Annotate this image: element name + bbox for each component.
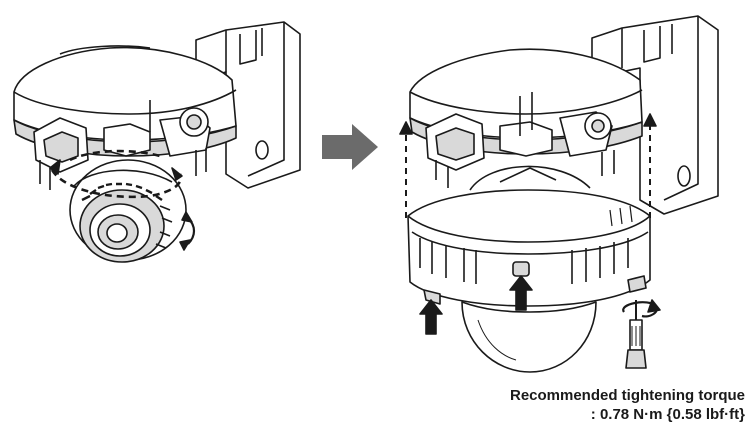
guide-arrowhead-right: [643, 113, 657, 127]
left-illustration: [13, 21, 301, 263]
push-arrow-left: [419, 299, 443, 335]
dome-cover-ring: [407, 189, 651, 307]
dome-bubble: [461, 301, 597, 373]
torque-caption-line1: Recommended tightening torque: [509, 387, 745, 404]
guide-arrowhead-left: [399, 121, 413, 135]
alignment-guide-lines: [405, 124, 651, 218]
rotation-arrowhead-left-2: [49, 159, 61, 175]
lens-module-left: [69, 159, 187, 263]
dome-highlight: [477, 319, 517, 361]
rotation-arrowhead-left: [171, 167, 183, 181]
torque-caption-line2: : 0.78 N·m {0.58 lbf·ft}: [590, 406, 745, 423]
screwdriver: [625, 300, 647, 369]
tilt-arrowhead-down: [179, 239, 191, 251]
camera-cover-left: [13, 45, 237, 190]
tighten-arrowhead: [647, 299, 661, 313]
rotation-arrow-left: [50, 149, 183, 199]
next-step-arrow: [322, 124, 378, 170]
tilt-arrowhead-up: [181, 211, 193, 223]
push-arrow-center: [509, 275, 533, 311]
camera-cover-right: [409, 48, 643, 191]
right-illustration: [399, 15, 719, 373]
